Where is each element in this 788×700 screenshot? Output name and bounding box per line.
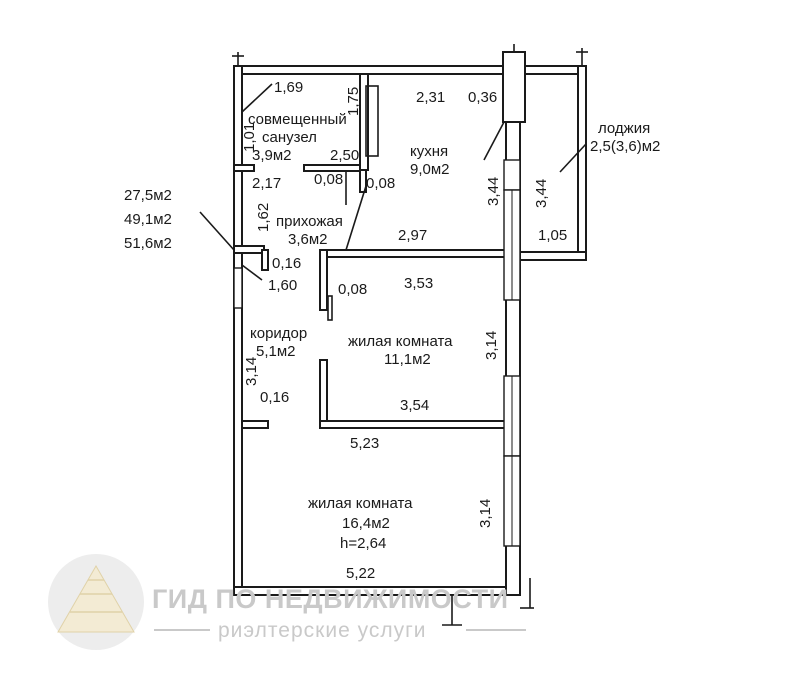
dim-0-16-b: 0,16 [260, 389, 289, 406]
room-bathroom-name-2: санузел [262, 129, 317, 146]
area-total-loggia: 51,6м2 [124, 235, 172, 252]
room-bathroom-area: 3,9м2 [252, 147, 292, 164]
dim-1-60: 1,60 [268, 277, 297, 294]
room-corridor-area: 5,1м2 [256, 343, 296, 360]
windows [233, 159, 521, 547]
dim-1-62: 1,62 [255, 203, 272, 232]
watermark-tagline: риэлтерские услуги [218, 619, 427, 642]
dim-3-54: 3,54 [400, 397, 429, 414]
dim-2-17: 2,17 [252, 175, 281, 192]
dim-5-23: 5,23 [350, 435, 379, 452]
ceiling-height: h=2,64 [340, 535, 386, 552]
door-loggia [483, 121, 505, 161]
dim-5-22: 5,22 [346, 565, 375, 582]
room-hall-area: 3,6м2 [288, 231, 328, 248]
dim-3-14-c: 3,14 [477, 499, 494, 528]
room-kitchen-name: кухня [410, 143, 448, 160]
area-pointer-line [199, 211, 235, 251]
dim-1-75: 1,75 [345, 87, 362, 116]
dim-1-69: 1,69 [274, 79, 303, 96]
room-2-name: жилая комната [308, 495, 413, 512]
area-total: 49,1м2 [124, 211, 172, 228]
room-loggia-name: лоджия [598, 120, 650, 137]
window-left-stub [233, 267, 243, 309]
room-2-area: 16,4м2 [342, 515, 390, 532]
watermark-logo [48, 554, 144, 650]
dim-0-08-a: 0,08 [314, 171, 343, 188]
dim-3-14-a: 3,14 [483, 331, 500, 360]
dim-0-16-a: 0,16 [272, 255, 301, 272]
doors [199, 83, 587, 626]
window-kitchen-top [503, 159, 521, 191]
watermark-name: ГИД ПО НЕДВИЖИМОСТИ [152, 584, 509, 614]
area-living: 27,5м2 [124, 187, 172, 204]
room-bathroom-name-1: совмещенный [248, 111, 347, 128]
dim-2-31: 2,31 [416, 89, 445, 106]
dim-0-36: 0,36 [468, 89, 497, 106]
dim-0-08-c: 0,08 [338, 281, 367, 298]
pyramid-icon [57, 564, 135, 633]
room-corridor-name: коридор [250, 325, 307, 342]
room-kitchen-area: 9,0м2 [410, 161, 450, 178]
dim-3-53: 3,53 [404, 275, 433, 292]
dim-3-14-b: 3,14 [243, 357, 260, 386]
grid-marks [232, 44, 588, 609]
room-hall-name: прихожая [276, 213, 343, 230]
dim-1-01: 1,01 [241, 123, 258, 152]
dim-2-97: 2,97 [398, 227, 427, 244]
room-1-area: 11,1м2 [384, 351, 431, 368]
room-loggia-area: 2,5(3,6)м2 [590, 138, 660, 155]
dim-0-08-b: 0,08 [366, 175, 395, 192]
door-bathroom [241, 83, 273, 113]
dim-1-05: 1,05 [538, 227, 567, 244]
dim-3-44-b: 3,44 [533, 179, 550, 208]
room-1-name: жилая комната [348, 333, 453, 350]
dim-2-50: 2,50 [330, 147, 359, 164]
dim-3-44-a: 3,44 [485, 177, 502, 206]
